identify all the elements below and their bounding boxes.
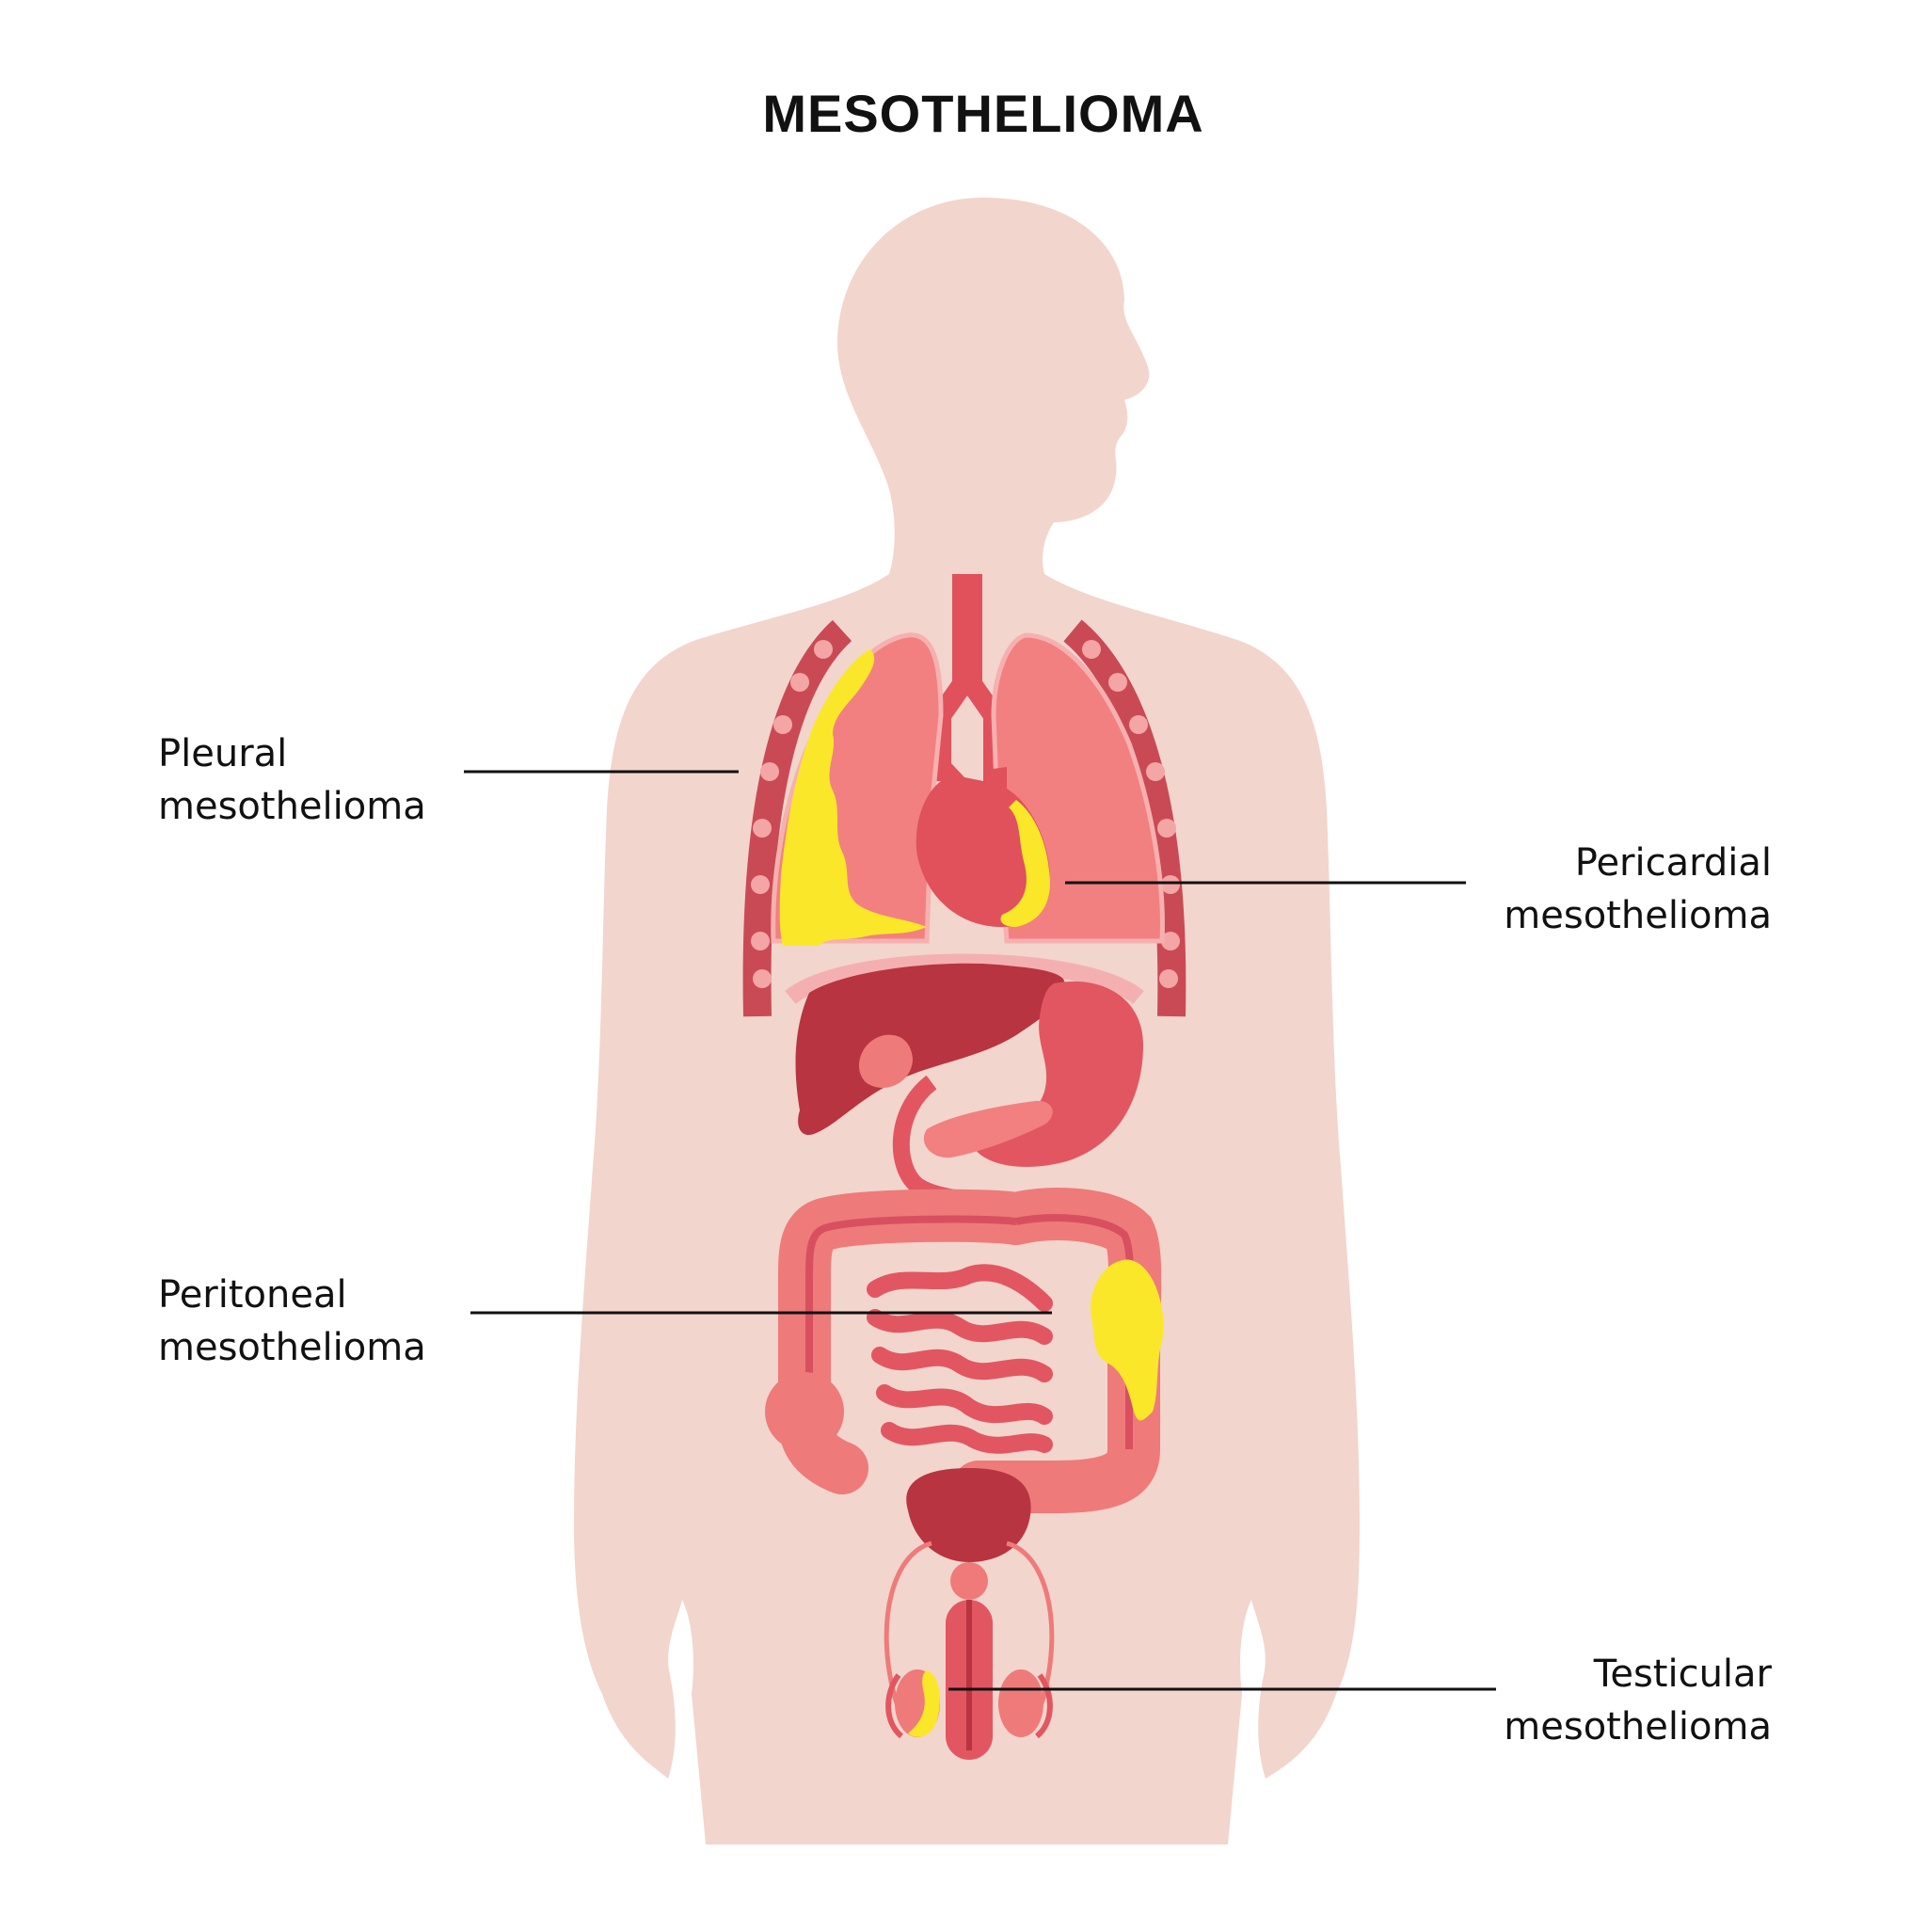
testicular-label-line2: mesothelioma	[1504, 1705, 1772, 1748]
testicular-label-line1: Testicular	[1593, 1653, 1772, 1696]
left-epididymis	[885, 1673, 904, 1739]
pleural-label-line1: Pleural	[158, 732, 288, 775]
pleural-label: Pleural mesothelioma	[158, 727, 426, 833]
peritoneal-tumor	[1091, 1259, 1164, 1421]
pericardial-tumor	[1000, 800, 1050, 927]
right-epididymis	[1034, 1673, 1053, 1739]
peritoneal-label-line1: Peritoneal	[158, 1273, 347, 1317]
pericardial-label-line2: mesothelioma	[1504, 894, 1772, 937]
prostate	[950, 1562, 988, 1600]
page-title: MESOTHELIOMA	[762, 84, 1204, 143]
liver	[795, 963, 1065, 1135]
testicular-tumor	[908, 1670, 940, 1737]
gallbladder	[858, 1034, 913, 1088]
pleural-label-line2: mesothelioma	[158, 785, 426, 828]
right-testicle	[998, 1669, 1043, 1737]
small-intestine	[867, 1264, 1053, 1454]
pancreas	[923, 1100, 1053, 1158]
peritoneal-label: Peritoneal mesothelioma	[158, 1269, 426, 1374]
callout-lines	[464, 770, 1496, 1691]
pericardial-label-line1: Pericardial	[1574, 841, 1772, 885]
pericardial-label: Pericardial mesothelioma	[1504, 837, 1772, 942]
stomach	[974, 981, 1143, 1167]
cecum	[765, 1372, 844, 1451]
testicular-label: Testicular mesothelioma	[1504, 1648, 1772, 1753]
bladder	[906, 1468, 1031, 1562]
pleural-tumor	[779, 649, 927, 946]
diaphragm	[785, 953, 1144, 1005]
trachea	[952, 574, 982, 687]
rib-cage	[742, 619, 1186, 1017]
peritoneal-label-line2: mesothelioma	[158, 1326, 426, 1369]
